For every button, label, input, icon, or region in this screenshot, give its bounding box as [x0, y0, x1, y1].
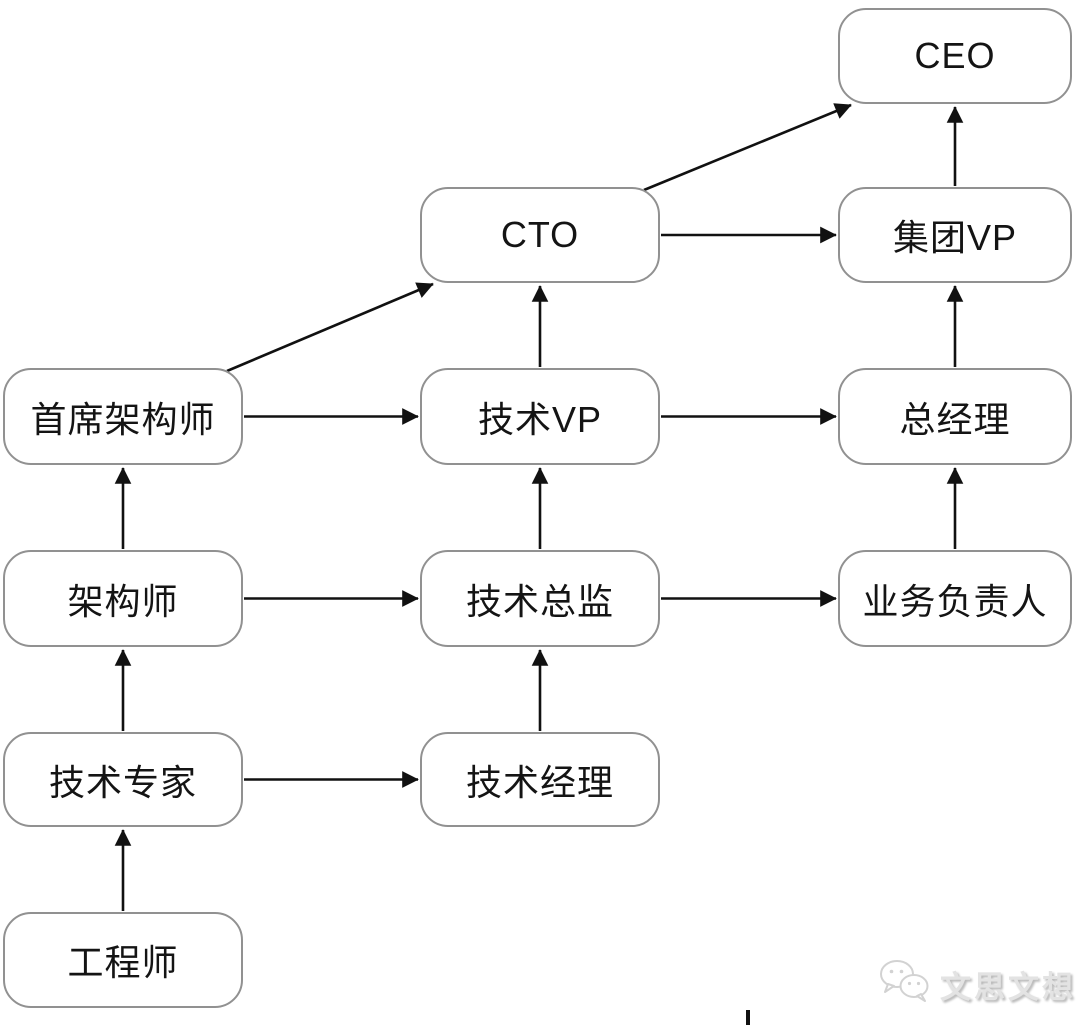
node-ceo: CEO	[838, 8, 1072, 104]
node-business-owner: 业务负责人	[838, 550, 1072, 647]
node-tech-director: 技术总监	[420, 550, 660, 647]
node-cto: CTO	[420, 187, 660, 283]
watermark-text: 文思文想	[940, 970, 1076, 1005]
wechat-bubbles-icon	[876, 958, 934, 1011]
node-engineer: 工程师	[3, 912, 243, 1008]
node-architect: 架构师	[3, 550, 243, 647]
node-tech-expert: 技术专家	[3, 732, 243, 827]
watermark: 文思文想	[876, 958, 1076, 1011]
edge-cto-to-ceo	[643, 103, 852, 192]
node-group-vp: 集团VP	[838, 187, 1072, 283]
node-tech-manager: 技术经理	[420, 732, 660, 827]
edge-chief-architect-to-cto	[226, 282, 434, 373]
node-tech-vp: 技术VP	[420, 368, 660, 465]
node-chief-architect: 首席架构师	[3, 368, 243, 465]
node-general-manager: 总经理	[838, 368, 1072, 465]
tick-artifact	[746, 1010, 750, 1025]
